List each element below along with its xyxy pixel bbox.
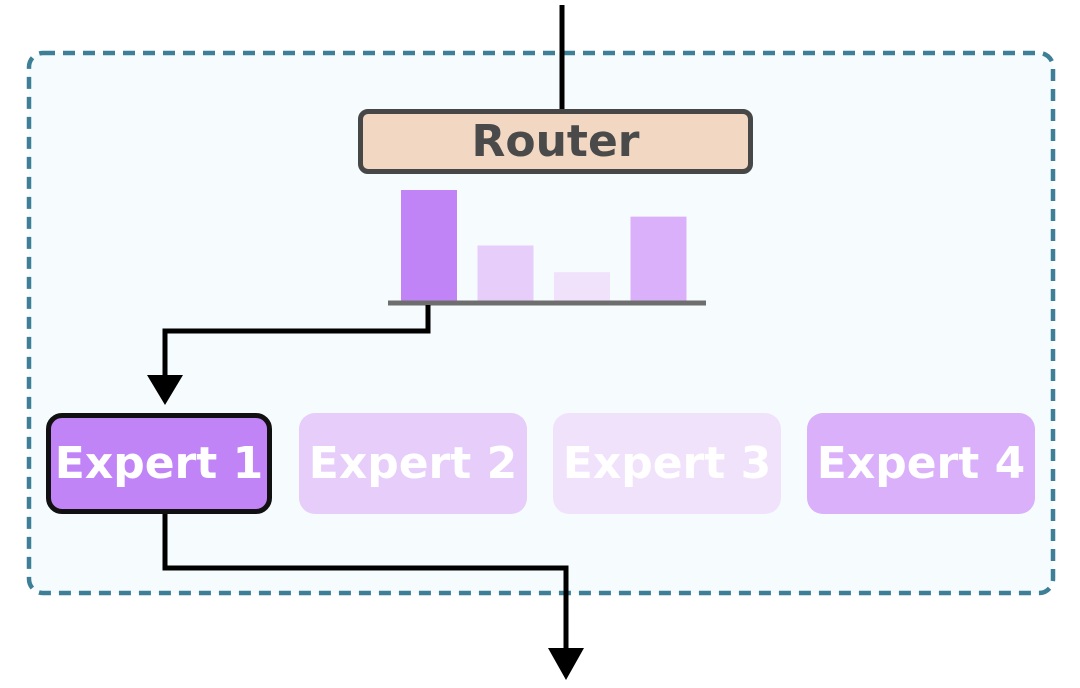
route-line-to-expert-1 xyxy=(162,305,431,380)
gate-bar-2 xyxy=(477,245,534,301)
moe-layer-container xyxy=(26,50,1056,596)
router-label: Router xyxy=(471,115,640,167)
expert-4-box: Expert 4 xyxy=(807,413,1035,514)
expert-1-box: Expert 1 xyxy=(46,413,272,514)
expert-2-box: Expert 2 xyxy=(299,413,527,514)
router-box: Router xyxy=(358,109,753,174)
output-arrowhead xyxy=(548,648,584,680)
gate-bar-3 xyxy=(554,272,610,301)
expert-3-label: Expert 3 xyxy=(562,437,772,489)
expert-1-label: Expert 1 xyxy=(54,437,264,489)
route-arrowhead-to-expert-1 xyxy=(147,375,183,405)
expert-2-label: Expert 2 xyxy=(308,437,518,489)
gate-bar-4 xyxy=(630,216,687,301)
router-gate-chart xyxy=(401,190,687,301)
gate-bar-1 xyxy=(401,190,457,301)
expert-3-box: Expert 3 xyxy=(553,413,781,514)
output-line xyxy=(162,512,569,652)
expert-4-label: Expert 4 xyxy=(816,437,1026,489)
